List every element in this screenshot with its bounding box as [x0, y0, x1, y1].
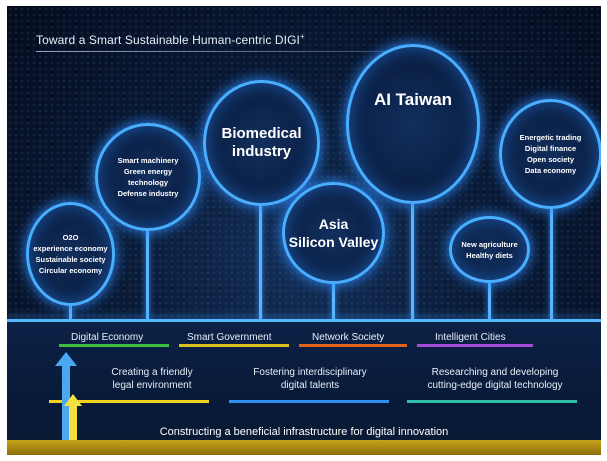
pillar-digital-economy: Digital Economy	[71, 332, 144, 343]
bubble-trading-line-3: Open society	[526, 155, 575, 164]
diagram-frame: Toward a Smart Sustainable Human-centric…	[7, 6, 601, 455]
stem-machinery	[146, 228, 149, 320]
pillar-smart-government-bar	[179, 344, 289, 347]
bubble-biomedical: Biomedical industry	[203, 80, 320, 206]
bubble-machinery: Smart machinery Green energy technology …	[95, 123, 201, 231]
bubble-asia: Asia Silicon Valley	[282, 182, 385, 284]
bubble-biomedical-line-1: Biomedical	[221, 125, 302, 142]
bubble-agri-line-1: New agriculture	[461, 239, 518, 249]
foundation-legal: Creating a friendly legal environment	[87, 366, 217, 392]
foundation-research-line-2: cutting-edge digital technology	[427, 380, 563, 391]
pillar-intelligent-cities: Intelligent Cities	[435, 332, 506, 343]
diagram-title: Toward a Smart Sustainable Human-centric…	[36, 32, 305, 47]
bubble-ai-line-1: AI Taiwan	[373, 90, 453, 109]
foundation-talents: Fostering interdisciplinary digital tale…	[235, 366, 385, 392]
stem-asia	[332, 282, 335, 320]
bubble-machinery-line-1: Smart machinery	[117, 156, 179, 165]
bubble-machinery-line-3: technology	[127, 178, 168, 187]
bubble-o2o-line-1: O2O	[62, 233, 79, 242]
foundation-research: Researching and developing cutting-edge …	[405, 366, 585, 392]
title-text: Toward a Smart Sustainable Human-centric…	[36, 33, 300, 47]
foundation-panel: Digital Economy Smart Government Network…	[7, 322, 601, 455]
bubble-biomedical-line-2: industry	[231, 143, 292, 160]
bubble-agri: New agriculture Healthy diets	[449, 216, 530, 283]
foundation-talents-line-2: digital talents	[280, 380, 340, 391]
pillar-digital-economy-bar	[59, 344, 169, 347]
bubble-ai: AI Taiwan	[346, 44, 480, 204]
bubble-asia-line-1: Asia	[318, 216, 349, 232]
bubble-trading: Energetic trading Digital finance Open s…	[499, 99, 601, 209]
stem-ai	[411, 204, 414, 320]
foundation-legal-bar	[49, 400, 209, 403]
foundation-legal-line-2: legal environment	[112, 380, 192, 391]
stem-o2o	[69, 306, 72, 320]
bubble-o2o-line-2: experience economy	[33, 244, 108, 253]
foundation-talents-bar	[229, 400, 389, 403]
pillar-network-society: Network Society	[312, 332, 385, 343]
bubble-machinery-line-2: Green energy	[123, 167, 173, 176]
foundation-legal-line-1: Creating a friendly	[111, 367, 193, 378]
bubble-o2o-line-3: Sustainable society	[35, 255, 106, 264]
foundation-research-line-1: Researching and developing	[431, 367, 559, 378]
pillar-smart-government: Smart Government	[187, 332, 272, 343]
foundation-talents-line-1: Fostering interdisciplinary	[253, 367, 367, 378]
blue-up-arrow-icon	[55, 352, 77, 440]
bubble-trading-line-4: Data economy	[524, 166, 577, 175]
bubble-agri-line-2: Healthy diets	[466, 250, 513, 260]
infrastructure-base	[7, 440, 601, 455]
bubble-machinery-line-4: Defense industry	[117, 189, 179, 198]
stem-agri	[488, 281, 491, 320]
bubble-trading-line-2: Digital finance	[524, 144, 577, 153]
yellow-up-arrow-icon	[64, 394, 82, 442]
foundation-research-bar	[407, 400, 577, 403]
ground-line	[7, 319, 601, 322]
pillar-intelligent-cities-bar	[417, 344, 533, 347]
stem-biomedical	[259, 206, 262, 320]
bubble-trading-line-1: Energetic trading	[519, 133, 582, 142]
infrastructure-label: Constructing a beneficial infrastructure…	[159, 426, 449, 438]
title-underline	[36, 51, 556, 52]
stem-trading	[550, 208, 553, 320]
pillar-network-society-bar	[299, 344, 407, 347]
bubble-o2o-line-4: Circular economy	[38, 266, 103, 275]
title-suffix: +	[299, 32, 305, 41]
bubble-asia-line-2: Silicon Valley	[288, 234, 379, 250]
bubble-o2o: O2O experience economy Sustainable socie…	[26, 202, 115, 306]
